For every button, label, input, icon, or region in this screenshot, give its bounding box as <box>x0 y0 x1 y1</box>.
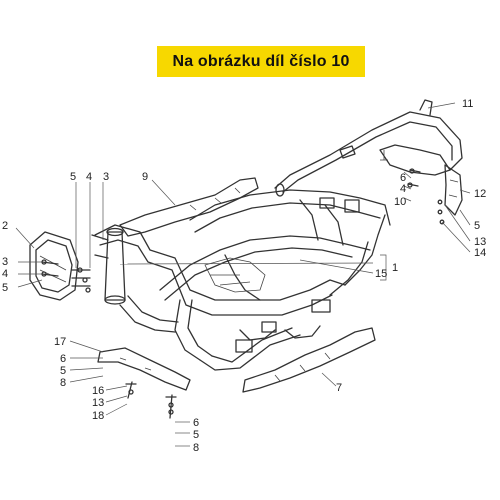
side-bracket <box>444 164 463 216</box>
callout-16: 16 <box>92 385 104 397</box>
head-tube <box>91 227 126 305</box>
footboard-support-right <box>242 327 376 393</box>
main-frame <box>94 189 391 371</box>
callout-10: 10 <box>394 196 406 208</box>
lower-bar <box>97 347 191 419</box>
right-bolts <box>407 168 445 225</box>
callout-4: 4 <box>2 268 8 280</box>
callout-6: 6 <box>60 353 66 365</box>
callout-17: 17 <box>54 336 66 348</box>
banner-text: Na obrázku díl číslo 10 <box>172 52 350 70</box>
callout-13: 13 <box>92 397 104 409</box>
callout-8: 8 <box>60 377 66 389</box>
callout-3: 3 <box>103 171 109 183</box>
part-number-banner: Na obrázku díl číslo 10 <box>157 46 365 77</box>
callout-13: 13 <box>474 236 486 248</box>
callout-4: 4 <box>400 183 406 195</box>
rear-rack <box>274 99 463 197</box>
callout-4: 4 <box>86 171 92 183</box>
footboard-support-left <box>119 177 259 237</box>
callout-5: 5 <box>2 282 8 294</box>
callout-labels: 5 4 3 9 2 3 4 5 11 6 4 10 12 5 13 14 1 1… <box>2 98 486 454</box>
callout-1: 1 <box>392 262 398 274</box>
callout-5: 5 <box>193 429 199 441</box>
front-bracket <box>29 231 79 301</box>
callout-14: 14 <box>474 247 486 259</box>
callout-11: 11 <box>462 98 473 110</box>
callout-5: 5 <box>70 171 76 183</box>
callout-6: 6 <box>193 417 199 429</box>
leader-lines <box>15 102 471 447</box>
callout-2: 2 <box>2 220 8 232</box>
group-bracket <box>380 254 387 281</box>
callout-7: 7 <box>336 382 342 394</box>
callout-5: 5 <box>474 220 480 232</box>
callout-9: 9 <box>142 171 148 183</box>
callout-18: 18 <box>92 410 104 422</box>
callout-5: 5 <box>60 365 66 377</box>
callout-6: 6 <box>400 172 406 184</box>
callout-15: 15 <box>375 268 387 280</box>
callout-3: 3 <box>2 256 8 268</box>
callout-12: 12 <box>474 188 486 200</box>
callout-8: 8 <box>193 442 199 454</box>
